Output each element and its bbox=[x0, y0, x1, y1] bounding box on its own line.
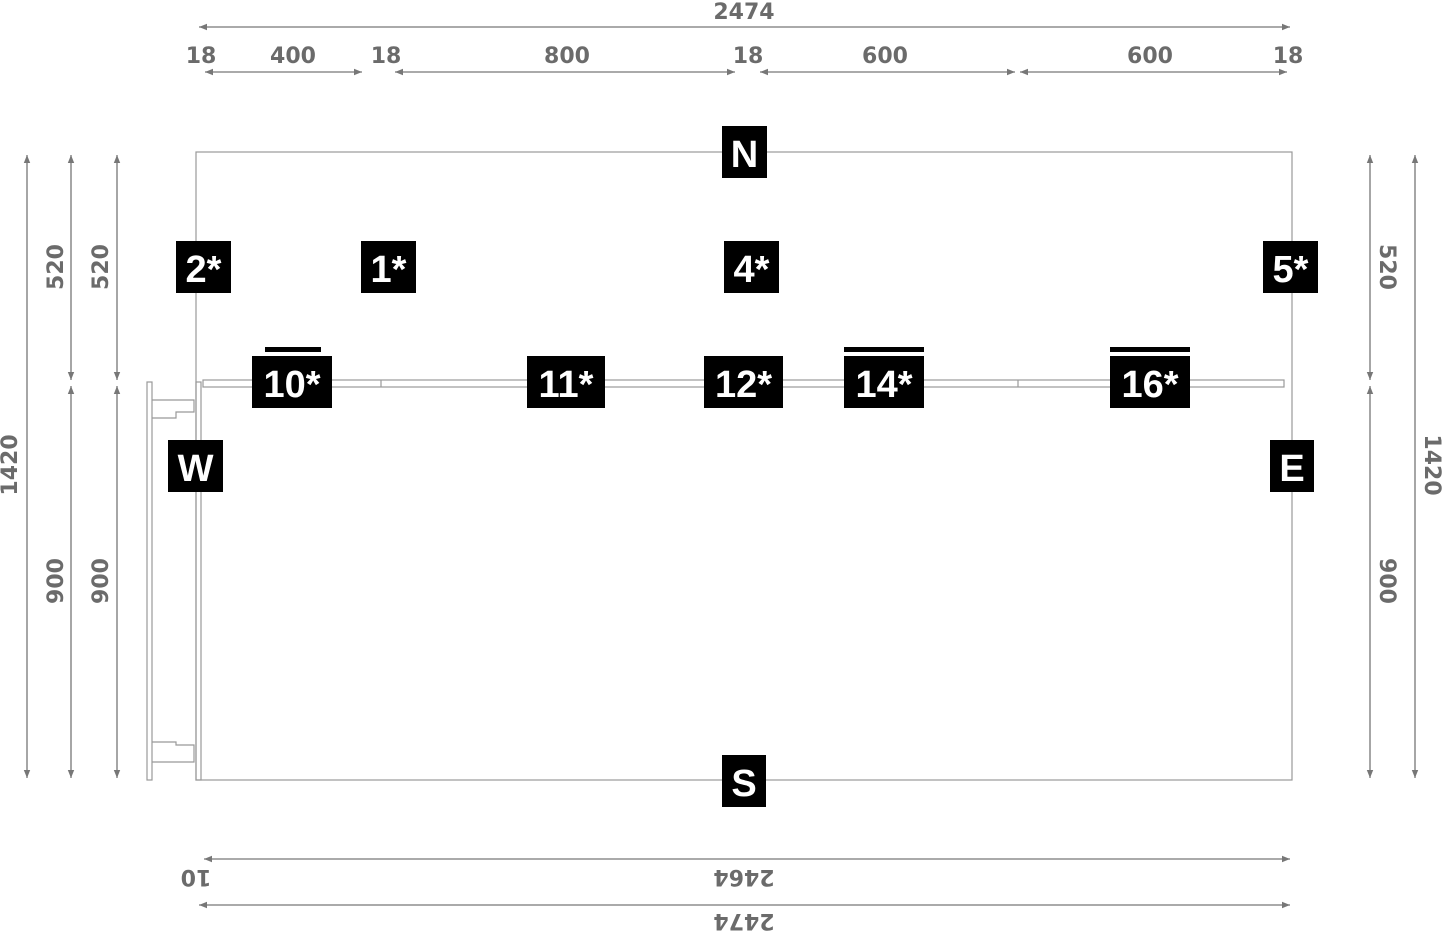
svg-text:W: W bbox=[178, 448, 214, 490]
dimension-label: 18 bbox=[186, 44, 217, 69]
marker-14: 14* bbox=[844, 347, 924, 408]
marker-11: 11* bbox=[527, 356, 605, 408]
dimension-label: 2474 bbox=[713, 908, 774, 933]
svg-text:5*: 5* bbox=[1273, 249, 1309, 291]
dimension-label: 900 bbox=[44, 558, 69, 604]
marker-5: 5* bbox=[1263, 241, 1318, 293]
svg-text:2*: 2* bbox=[186, 249, 222, 291]
marker-16: 16* bbox=[1110, 347, 1190, 408]
marker-2: 2* bbox=[176, 241, 231, 293]
dimension-label: 18 bbox=[733, 44, 764, 69]
svg-text:S: S bbox=[731, 763, 756, 805]
top-dimension-total: 2474 bbox=[199, 0, 1290, 31]
dimension-label: 600 bbox=[1127, 44, 1173, 69]
dimension-label: 400 bbox=[270, 44, 316, 69]
dimension-label: 800 bbox=[544, 44, 590, 69]
marker-12: 12* bbox=[704, 356, 783, 408]
compass-south: S bbox=[722, 755, 766, 807]
dimension-label: 1420 bbox=[1419, 434, 1444, 495]
svg-text:N: N bbox=[731, 134, 758, 176]
dimension-label: 1420 bbox=[0, 434, 23, 495]
dimension-label: 10 bbox=[181, 864, 212, 889]
dimension-label: 2474 bbox=[713, 0, 774, 25]
marker-10: 10* bbox=[252, 347, 332, 408]
dimension-label: 900 bbox=[89, 558, 114, 604]
dimension-label: 900 bbox=[1374, 558, 1399, 604]
marker-1: 1* bbox=[361, 241, 416, 293]
svg-text:10*: 10* bbox=[263, 364, 320, 406]
dimension-label: 18 bbox=[1273, 44, 1304, 69]
compass-west: W bbox=[168, 440, 223, 492]
side-panel bbox=[146, 381, 202, 781]
svg-text:14*: 14* bbox=[855, 364, 912, 406]
bottom-dimensions: 2464 10 2474 bbox=[181, 855, 1290, 933]
dimension-label: 520 bbox=[1374, 244, 1399, 290]
svg-text:E: E bbox=[1279, 448, 1304, 490]
dimension-label: 600 bbox=[862, 44, 908, 69]
svg-text:1*: 1* bbox=[371, 249, 407, 291]
dimension-label: 520 bbox=[89, 244, 114, 290]
dimension-label: 2464 bbox=[713, 864, 774, 889]
compass-north: N bbox=[722, 126, 767, 178]
svg-text:11*: 11* bbox=[539, 364, 594, 406]
left-dimensions: 1420 520 520 900 900 bbox=[0, 155, 121, 778]
dimension-label: 520 bbox=[44, 244, 69, 290]
top-dimension-segments: 18 400 18 800 18 600 600 18 bbox=[186, 44, 1304, 76]
compass-east: E bbox=[1270, 440, 1314, 492]
dimension-label: 18 bbox=[371, 44, 402, 69]
svg-text:4*: 4* bbox=[734, 249, 770, 291]
right-dimensions: 520 900 1420 bbox=[1366, 155, 1444, 778]
marker-4: 4* bbox=[724, 241, 779, 293]
svg-text:16*: 16* bbox=[1121, 364, 1178, 406]
svg-text:12*: 12* bbox=[715, 364, 772, 406]
